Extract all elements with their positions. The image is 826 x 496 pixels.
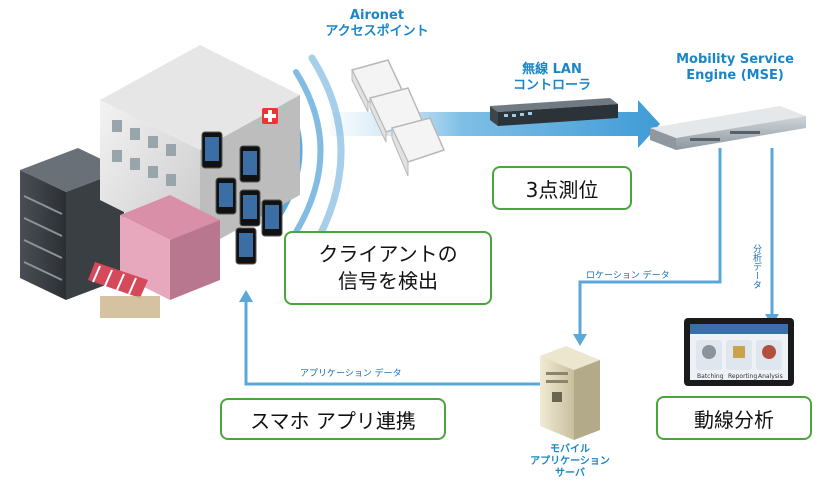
detect-signal-box: クライアントの 信号を検出 (284, 231, 492, 305)
triangulation-box: 3点測位 (492, 166, 632, 210)
application-data-label: アプリケーション データ (300, 369, 402, 379)
flow-analysis-box: 動線分析 (656, 396, 812, 440)
aironet-label-line2: アクセスポイント (325, 23, 429, 39)
mse-label-line1: Mobility Service (676, 52, 794, 67)
mse-label-line2: Engine (MSE) (686, 67, 784, 83)
server-label: モバイル アプリケーション サーバ (520, 444, 620, 480)
aironet-label-line1: Aironet (349, 8, 405, 23)
wlan-controller-icon (490, 98, 618, 126)
smartphone-app-text: スマホ アプリ連携 (250, 408, 416, 433)
dashboard-monitor-icon (684, 318, 794, 386)
detect-signal-line1: クライアントの (318, 242, 458, 266)
analysis-data-label: 分析データ (751, 244, 761, 289)
server-label-line3: サーバ (555, 468, 585, 479)
server-label-line2: アプリケーション (530, 456, 610, 467)
triangulation-text: 3点測位 (525, 177, 599, 202)
dashboard-item-analysis: Analysis (758, 373, 783, 380)
flow-analysis-text: 動線分析 (694, 407, 774, 432)
shop-building-icon (88, 195, 220, 318)
mobile-app-server-icon (540, 346, 600, 440)
mse-server-icon (650, 106, 806, 150)
detect-signal-line2: 信号を検出 (338, 269, 438, 293)
mse-label: Mobility Service Engine (MSE) (660, 52, 810, 83)
dashboard-item-reporting: Reporting (728, 373, 758, 380)
location-data-label: ロケーション データ (586, 271, 670, 281)
wlc-label-line1: 無線 LAN (522, 62, 582, 77)
dashboard-item-batching: Batching (697, 373, 724, 380)
access-points-icon (350, 59, 446, 177)
smartphones-icon (201, 131, 283, 265)
aironet-label: Aironet アクセスポイント (302, 8, 452, 39)
smartphone-app-box: スマホ アプリ連携 (220, 398, 446, 440)
wlc-label-line2: コントローラ (512, 77, 591, 93)
wlc-label: 無線 LAN コントローラ (492, 62, 612, 93)
data-flow-lines (244, 148, 774, 386)
server-label-line1: モバイル (550, 444, 590, 455)
